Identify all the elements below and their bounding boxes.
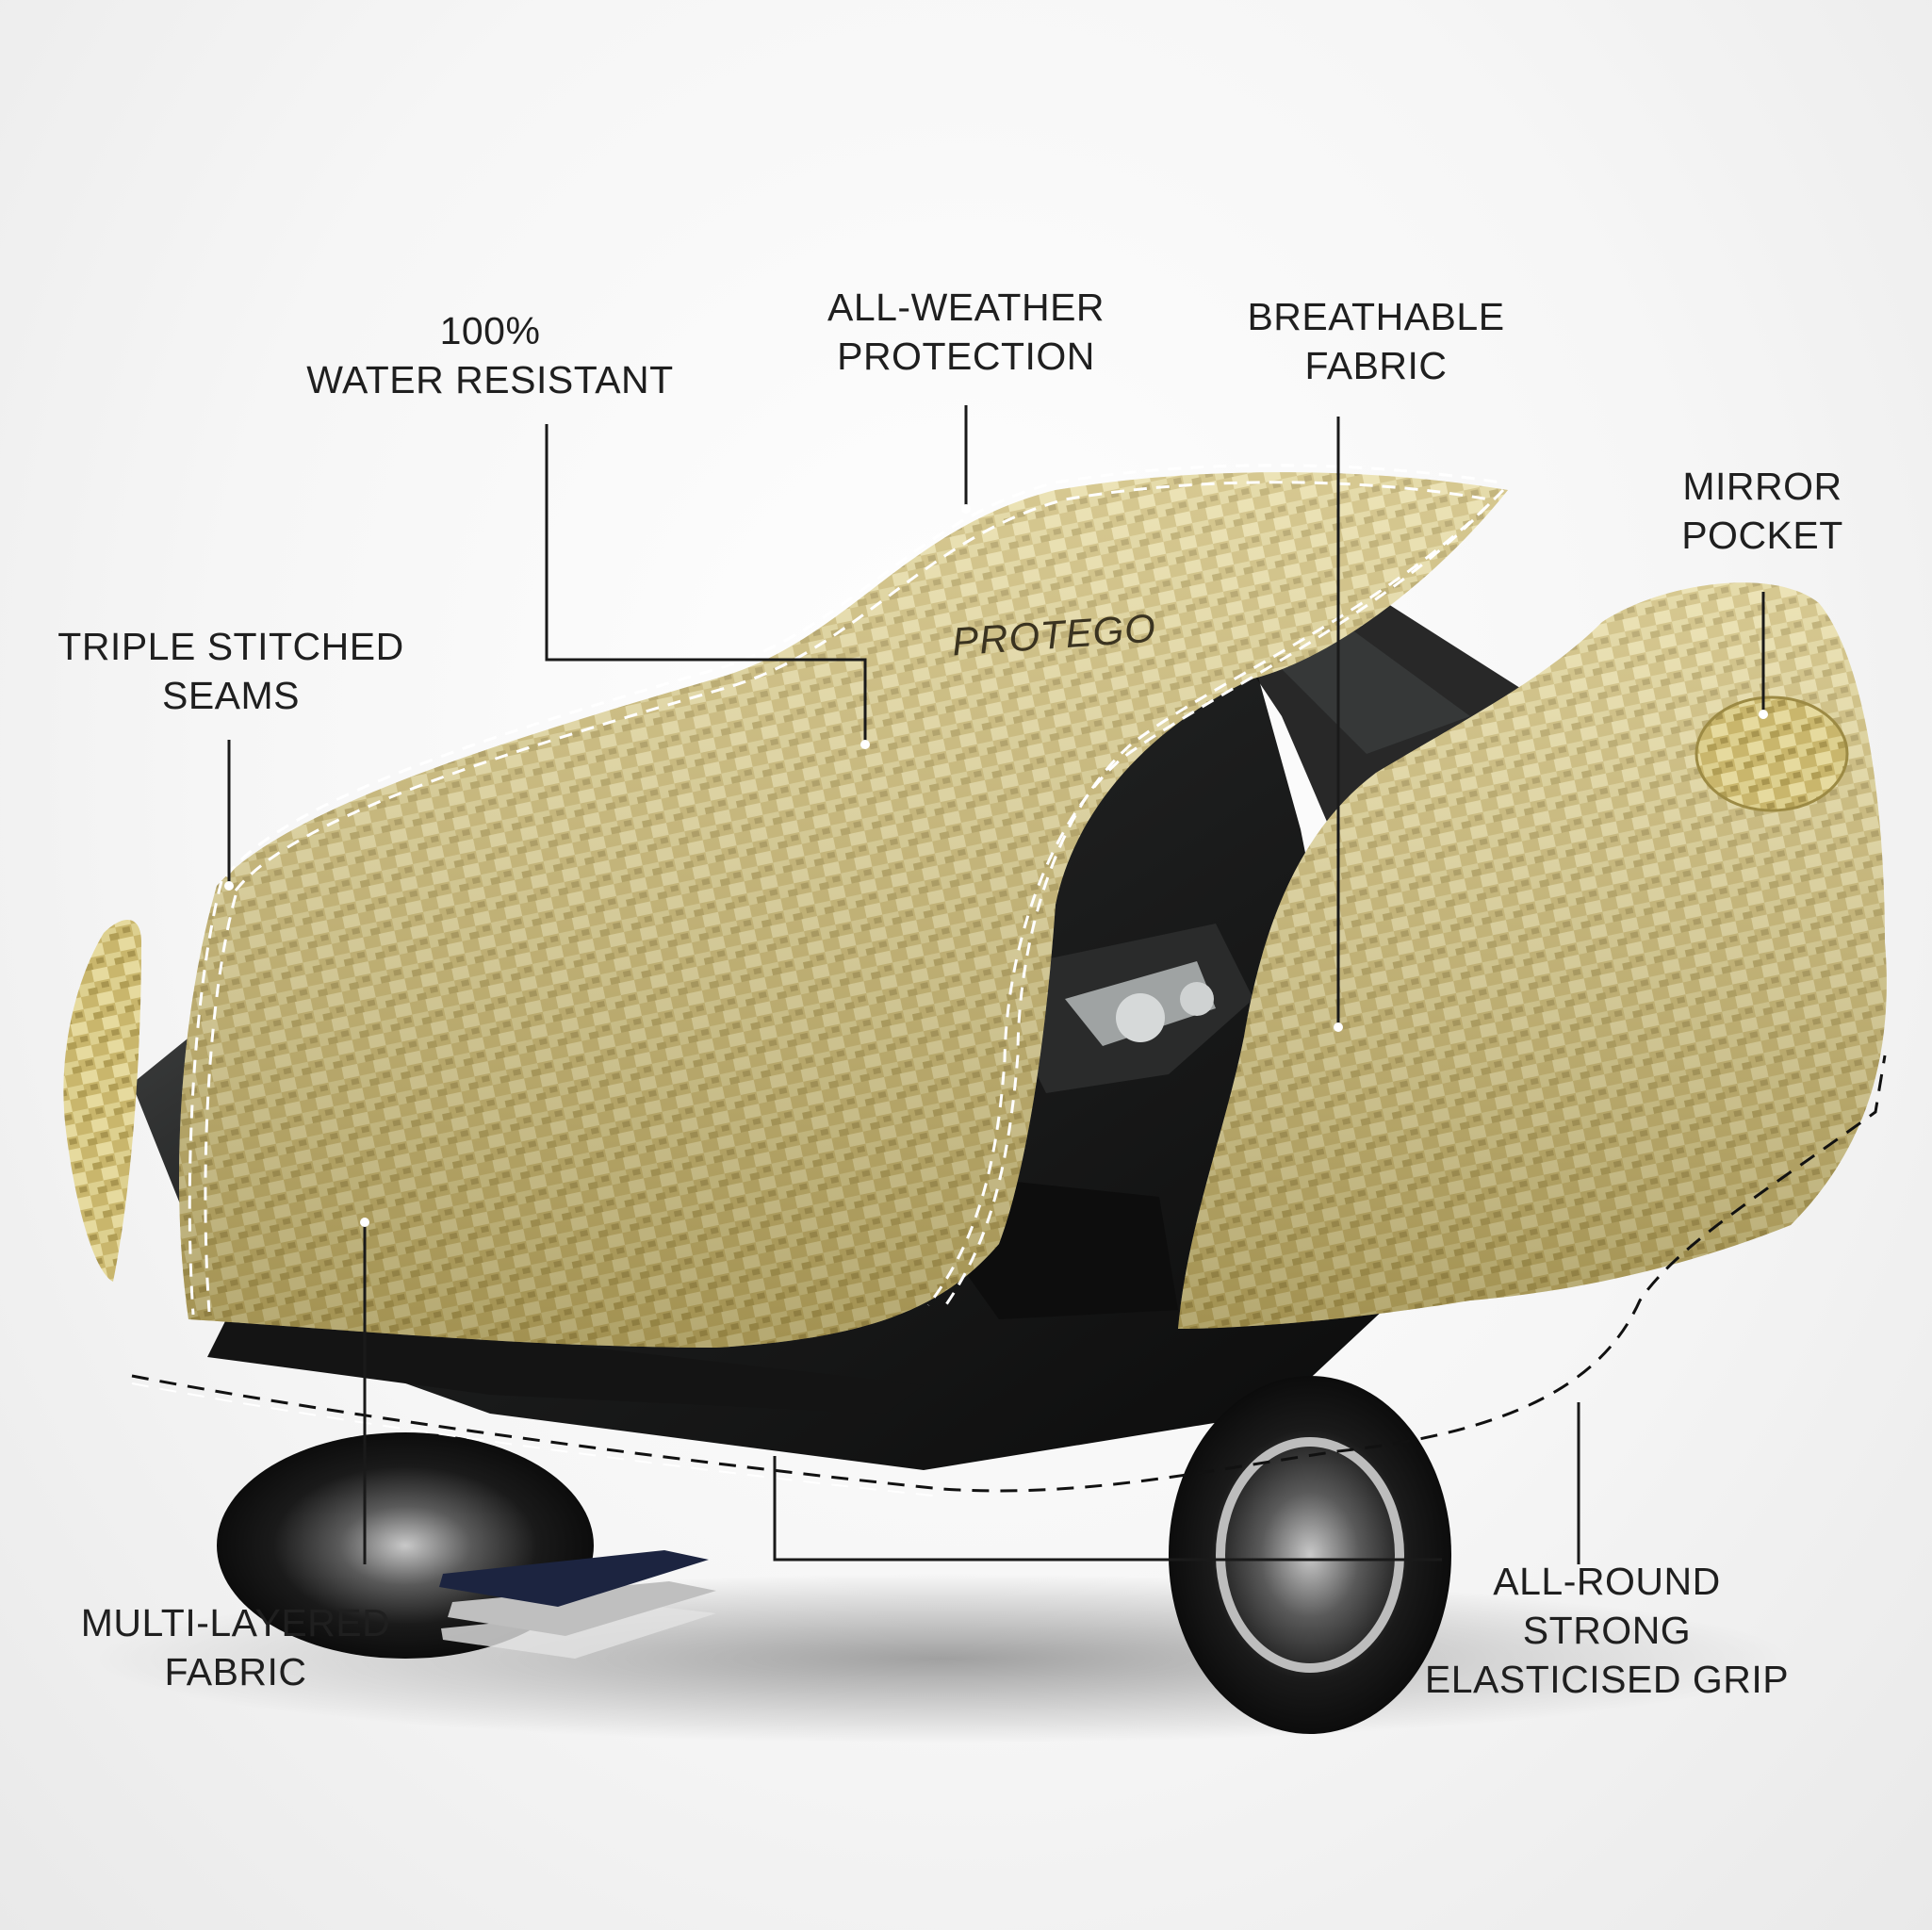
label-triple-stitched-line-1: TRIPLE STITCHED: [57, 625, 404, 668]
label-elastic-grip: ALL-ROUND STRONG ELASTICISED GRIP: [1418, 1557, 1795, 1704]
label-elastic-grip-line-3: ELASTICISED GRIP: [1424, 1658, 1790, 1701]
leader-anchors: [224, 504, 1768, 1227]
label-triple-stitched-line-2: SEAMS: [161, 674, 301, 717]
car-cover-main: [179, 472, 1508, 1348]
elastic-hem-line: [131, 1055, 1887, 1493]
label-mirror-pocket-line-2: POCKET: [1681, 514, 1843, 557]
label-water-resistant-line-2: WATER RESISTANT: [306, 358, 674, 401]
label-elastic-grip-line-1: ALL-ROUND: [1493, 1560, 1721, 1603]
label-multi-layered: MULTI-LAYERED FABRIC: [57, 1598, 415, 1696]
label-elastic-grip-line-2: STRONG: [1522, 1609, 1692, 1652]
stitch-seams: [188, 464, 1505, 1316]
cover-fabric-swatch: [63, 920, 141, 1282]
label-breathable-line-2: FABRIC: [1304, 344, 1448, 387]
label-all-weather: ALL-WEATHER PROTECTION: [773, 283, 1159, 381]
label-all-weather-line-2: PROTECTION: [837, 335, 1095, 378]
label-all-weather-line-1: ALL-WEATHER: [827, 286, 1105, 329]
label-triple-stitched: TRIPLE STITCHED SEAMS: [47, 622, 415, 720]
label-water-resistant-line-1: 100%: [439, 309, 541, 352]
label-breathable: BREATHABLE FABRIC: [1178, 292, 1574, 390]
label-water-resistant: 100% WATER RESISTANT: [306, 306, 674, 404]
label-breathable-line-1: BREATHABLE: [1247, 295, 1505, 338]
fabric-layers-swatch: [439, 1550, 716, 1659]
label-multi-layered-line-2: FABRIC: [164, 1650, 307, 1693]
label-multi-layered-line-1: MULTI-LAYERED: [80, 1601, 391, 1644]
leader-lines: [227, 405, 1765, 1564]
mirror-pocket-bulge: [1695, 695, 1849, 812]
label-mirror-pocket: MIRROR POCKET: [1630, 462, 1894, 560]
label-mirror-pocket-line-1: MIRROR: [1682, 465, 1842, 508]
car-cover-side: [1178, 582, 1887, 1329]
